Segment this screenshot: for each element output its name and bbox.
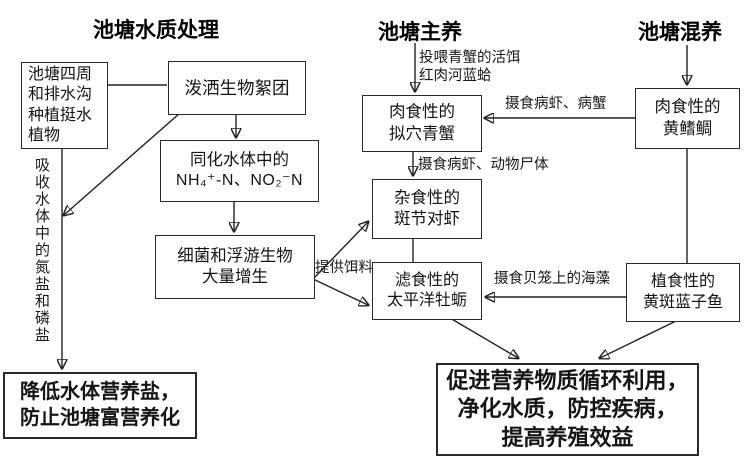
section-title-polyculture: 池塘混养: [638, 21, 722, 44]
label-feed-live-bait-line2: 红肉河蓝蛤: [419, 68, 492, 84]
connector-biofloc-to-absorb-line: [64, 112, 181, 215]
box-outcome-water-quality-line2: 防止池塘富营养化: [20, 406, 180, 429]
label-eat-sick-shrimp-carcass: 摄食病虾、动物尸体: [418, 157, 549, 173]
connector-bacteria-to-shrimp: [312, 222, 368, 280]
connector-bacteria-to-oyster: [312, 278, 368, 305]
box-bacteria-plankton-line2: 大量增生: [202, 268, 268, 286]
box-tiger-shrimp: 杂食性的 斑节对虾: [372, 179, 482, 239]
box-yellowfin-seabream: 肉食性的 黄鳍鲷: [635, 88, 740, 149]
box-mud-crab-line2: 拟穴青蟹: [389, 124, 455, 143]
box-biofloc: 泼洒生物絮团: [168, 61, 306, 115]
box-emergent-plants: 池塘四周 和排水沟 种植挺水 植物: [21, 62, 108, 149]
box-outcome-benefits-line3: 提高养殖效益: [501, 424, 634, 450]
box-bacteria-plankton: 细菌和浮游生物 大量增生: [155, 235, 315, 299]
box-assimilation-line1: 同化水体中的: [190, 151, 289, 170]
box-mud-crab: 肉食性的 拟穴青蟹: [362, 95, 482, 152]
box-tiger-shrimp-line1: 杂食性的: [394, 188, 460, 207]
label-eat-sick-shrimp-crab: 摄食病虾、病蟹: [505, 96, 607, 112]
box-assimilation: 同化水体中的 NH₄⁺-N、NO₂⁻N: [160, 140, 319, 202]
label-eat-algae-on-cages: 摄食贝笼上的海藻: [494, 271, 610, 287]
connector-oyster-to-outcome-right: [449, 317, 518, 358]
section-title-water-treatment: 池塘水质处理: [93, 19, 219, 42]
box-outcome-benefits: 促进营养物质循环利用， 净化水质，防控疾病， 提高养殖效益: [436, 363, 699, 456]
section-title-main-culture: 池塘主养: [378, 21, 462, 44]
box-tiger-shrimp-line2: 斑节对虾: [394, 210, 460, 228]
box-emergent-plants-line4: 植物: [28, 126, 61, 144]
box-pacific-oyster-line1: 滤食性的: [394, 271, 459, 289]
box-emergent-plants-line3: 种植挺水: [28, 106, 93, 124]
box-yellowfin-seabream-line1: 肉食性的: [654, 98, 721, 117]
box-outcome-benefits-line1: 促进营养物质循环利用，: [446, 368, 689, 394]
label-feed-live-bait-line1: 投喂青蟹的活饵: [419, 50, 521, 66]
box-emergent-plants-line1: 池塘四周: [28, 65, 93, 83]
box-rabbitfish-line2: 黄斑蓝子鱼: [642, 293, 723, 311]
box-yellowfin-seabream-line2: 黄鳍鲷: [662, 119, 713, 138]
box-mud-crab-line1: 肉食性的: [389, 103, 455, 122]
box-rabbitfish: 植食性的 黄斑蓝子鱼: [626, 263, 740, 322]
box-biofloc-line1: 泼洒生物絮团: [184, 77, 290, 98]
box-rabbitfish-line1: 植食性的: [650, 273, 715, 291]
box-bacteria-plankton-line1: 细菌和浮游生物: [177, 246, 293, 265]
label-provide-bait: 提供饵料: [315, 260, 373, 276]
box-outcome-benefits-line2: 净化水质，防控疾病，: [457, 396, 678, 422]
box-pacific-oyster-line2: 太平洋牡蛎: [386, 292, 467, 309]
box-pacific-oyster: 滤食性的 太平洋牡蛎: [372, 262, 482, 320]
box-outcome-water-quality: 降低水体营养盐， 防止池塘富营养化: [3, 372, 197, 439]
box-assimilation-line2: NH₄⁺-N、NO₂⁻N: [175, 172, 304, 190]
label-absorb-nutrients: 吸收水体中的氮盐和磷盐: [33, 157, 50, 344]
box-emergent-plants-line2: 和排水沟: [28, 86, 93, 104]
connector-rabbitfish-to-outcome-right: [600, 320, 677, 358]
box-outcome-water-quality-line1: 降低水体营养盐，: [20, 380, 180, 403]
